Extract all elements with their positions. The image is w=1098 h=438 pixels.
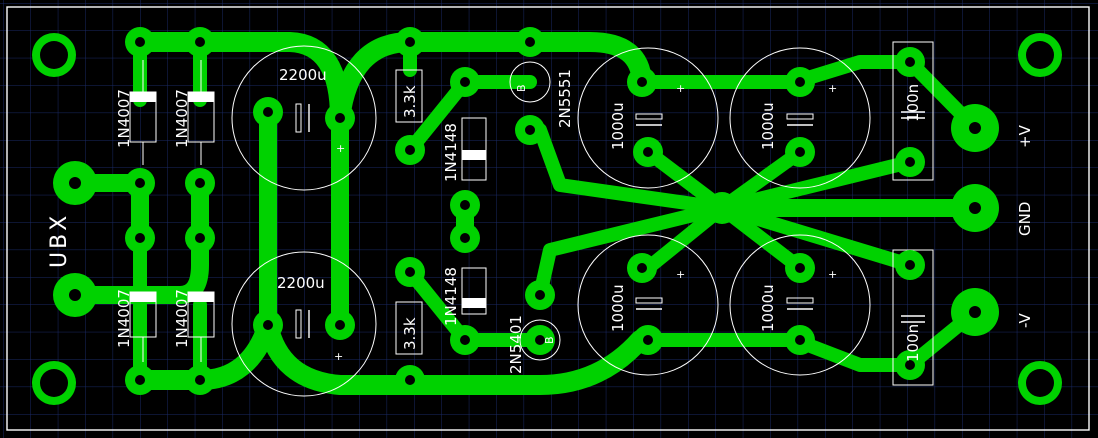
label-q1: 2N5551 [556,69,574,128]
label-q2: 2N5401 [507,315,525,374]
terminal-neg-pad [951,288,999,336]
resistor-r2-outline [395,301,423,355]
svg-text:+: + [334,350,343,363]
svg-text:+: + [828,268,837,281]
board-outline [6,6,1090,431]
drill-hole [795,263,805,273]
drill-hole [643,147,653,157]
cap-c8-outline [892,249,934,386]
mounting-hole-tr [1018,33,1062,77]
drill-hole [643,335,653,345]
resistor-r1-outline [395,69,423,123]
drill-hole [905,360,915,370]
terminal-neg-label: -V [1016,312,1034,328]
drill-hole [460,77,470,87]
drill-hole [335,320,345,330]
labels: UBX 1N4007 1N4007 1N4007 1N4007 2200u 22… [47,66,1034,374]
drill-hole [263,320,273,330]
cap-c6-outline [729,234,871,376]
terminal-pos-label: +V [1016,124,1034,148]
drill-hole [405,375,415,385]
drill-hole [905,260,915,270]
transistor-q2-outline [519,319,561,361]
drill-hole [637,77,647,87]
diode-d6-outline [461,267,487,315]
label-c7: 100n [904,84,922,122]
drill-hole [405,267,415,277]
drill-hole [460,200,470,210]
cap-c7-outline [892,41,934,181]
label-d5: 1N4148 [442,123,460,182]
label-r2: 3.3k [401,317,419,350]
board-title: UBX [47,213,72,268]
drill-hole [195,178,205,188]
silkscreen: + + + + + + [129,41,934,397]
drill-hole [135,375,145,385]
label-c6: 1000u [759,284,777,332]
drill-hole [535,290,545,300]
svg-text:+: + [676,268,685,281]
drill-hole [795,77,805,87]
diode-d5-outline [461,117,487,181]
drill-hole [135,178,145,188]
drill-hole [135,37,145,47]
label-q1-base: B [515,84,528,92]
label-c3: 1000u [609,102,627,150]
cap-c2-outline [231,251,377,397]
transistor-q1-outline [509,61,551,103]
drill-hole [535,335,545,345]
label-c5: 1000u [609,284,627,332]
mounting-hole-bl [32,361,76,405]
drill-hole [637,263,647,273]
label-q2-base: B [543,336,556,344]
svg-text:+: + [828,82,837,95]
label-d3: 1N4007 [115,289,133,348]
terminal-gnd-label: GND [1016,202,1034,236]
mounting-hole-br [1018,361,1062,405]
cap-c1-outline [231,45,377,191]
drill-hole [525,37,535,47]
drill-hole [263,107,273,117]
drill-hole [405,37,415,47]
terminal-gnd-pad [951,184,999,232]
label-d6: 1N4148 [442,267,460,326]
label-d2: 1N4007 [173,89,191,148]
label-c4: 1000u [759,102,777,150]
drill-hole [195,233,205,243]
pads [32,27,1062,405]
drill-hole [905,57,915,67]
drill-hole [195,375,205,385]
label-d1: 1N4007 [115,89,133,148]
ac-in-pad-1 [53,161,97,205]
drill-hole [335,113,345,123]
mounting-hole-tl [32,33,76,77]
svg-text:+: + [676,82,685,95]
drill-hole [195,37,205,47]
drill-hole [795,335,805,345]
label-c8: 100n [904,324,922,362]
label-r1: 3.3k [401,85,419,118]
cap-c3-outline [577,47,719,189]
svg-text:+: + [336,142,345,155]
cap-c5-outline [577,234,719,376]
label-c2: 2200u [277,274,325,292]
label-c1: 2200u [279,66,327,84]
drill-hole [525,125,535,135]
drill-hole [905,157,915,167]
terminal-pos-pad [951,104,999,152]
gnd-star-node [706,192,738,224]
ac-in-pad-2 [53,273,97,317]
drill-hole [460,233,470,243]
drill-hole [135,233,145,243]
cap-c4-outline [729,47,871,189]
drill-hole [460,335,470,345]
drill-hole [795,147,805,157]
drill-hole [405,145,415,155]
label-d4: 1N4007 [173,289,191,348]
